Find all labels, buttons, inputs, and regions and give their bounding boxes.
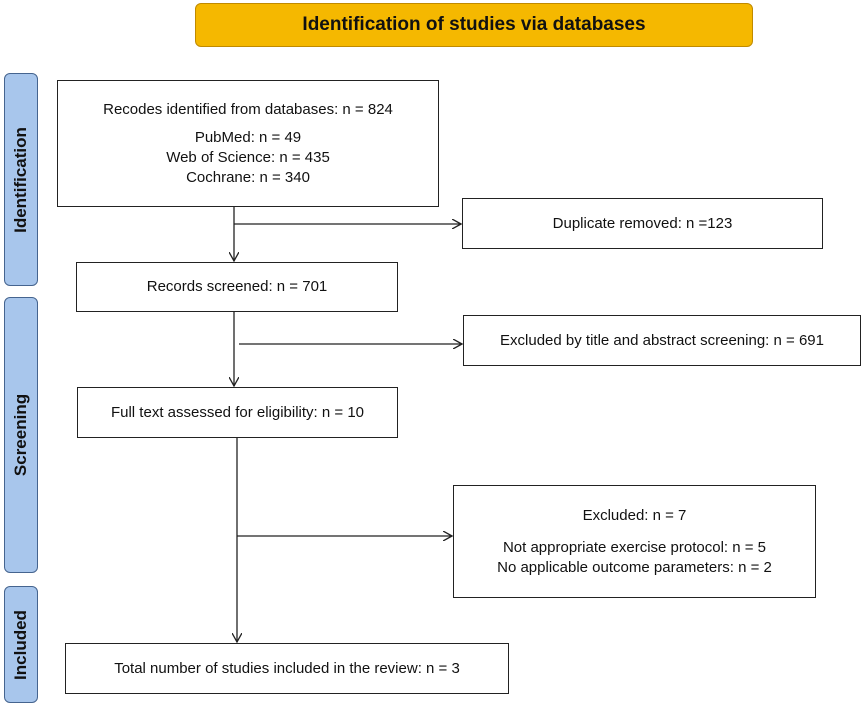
excluded-title-abstract-box: Excluded by title and abstract screening… bbox=[463, 315, 861, 366]
full-text-assessed-box: Full text assessed for eligibility: n = … bbox=[77, 387, 398, 438]
stage-screening: Screening bbox=[4, 297, 38, 573]
excluded-reason-outcome: No applicable outcome parameters: n = 2 bbox=[497, 558, 772, 576]
included-studies-box: Total number of studies included in the … bbox=[65, 643, 509, 694]
identified-records-box: Recodes identified from databases: n = 8… bbox=[57, 80, 439, 207]
excluded-total: Excluded: n = 7 bbox=[582, 506, 687, 524]
included-studies-text: Total number of studies included in the … bbox=[114, 659, 460, 677]
identified-web-of-science: Web of Science: n = 435 bbox=[166, 148, 330, 166]
diagram-title-text: Identification of studies via databases bbox=[302, 14, 646, 35]
identified-total: Recodes identified from databases: n = 8… bbox=[103, 100, 393, 118]
diagram-title: Identification of studies via databases bbox=[195, 3, 753, 47]
full-text-assessed-text: Full text assessed for eligibility: n = … bbox=[110, 403, 365, 421]
excluded-reason-protocol: Not appropriate exercise protocol: n = 5 bbox=[502, 538, 767, 556]
excluded-title-abstract-text: Excluded by title and abstract screening… bbox=[500, 331, 824, 349]
duplicates-removed-text: Duplicate removed: n =123 bbox=[552, 214, 733, 232]
records-screened-text: Records screened: n = 701 bbox=[146, 278, 328, 295]
stage-included: Included bbox=[4, 586, 38, 703]
duplicates-removed-box: Duplicate removed: n =123 bbox=[462, 198, 823, 249]
identified-pubmed: PubMed: n = 49 bbox=[194, 128, 302, 146]
identified-cochrane: Cochrane: n = 340 bbox=[186, 168, 310, 186]
records-screened-box: Records screened: n = 701 bbox=[76, 262, 398, 312]
excluded-reasons-box: Excluded: n = 7 Not appropriate exercise… bbox=[453, 485, 816, 598]
stage-identification: Identification bbox=[4, 73, 38, 286]
